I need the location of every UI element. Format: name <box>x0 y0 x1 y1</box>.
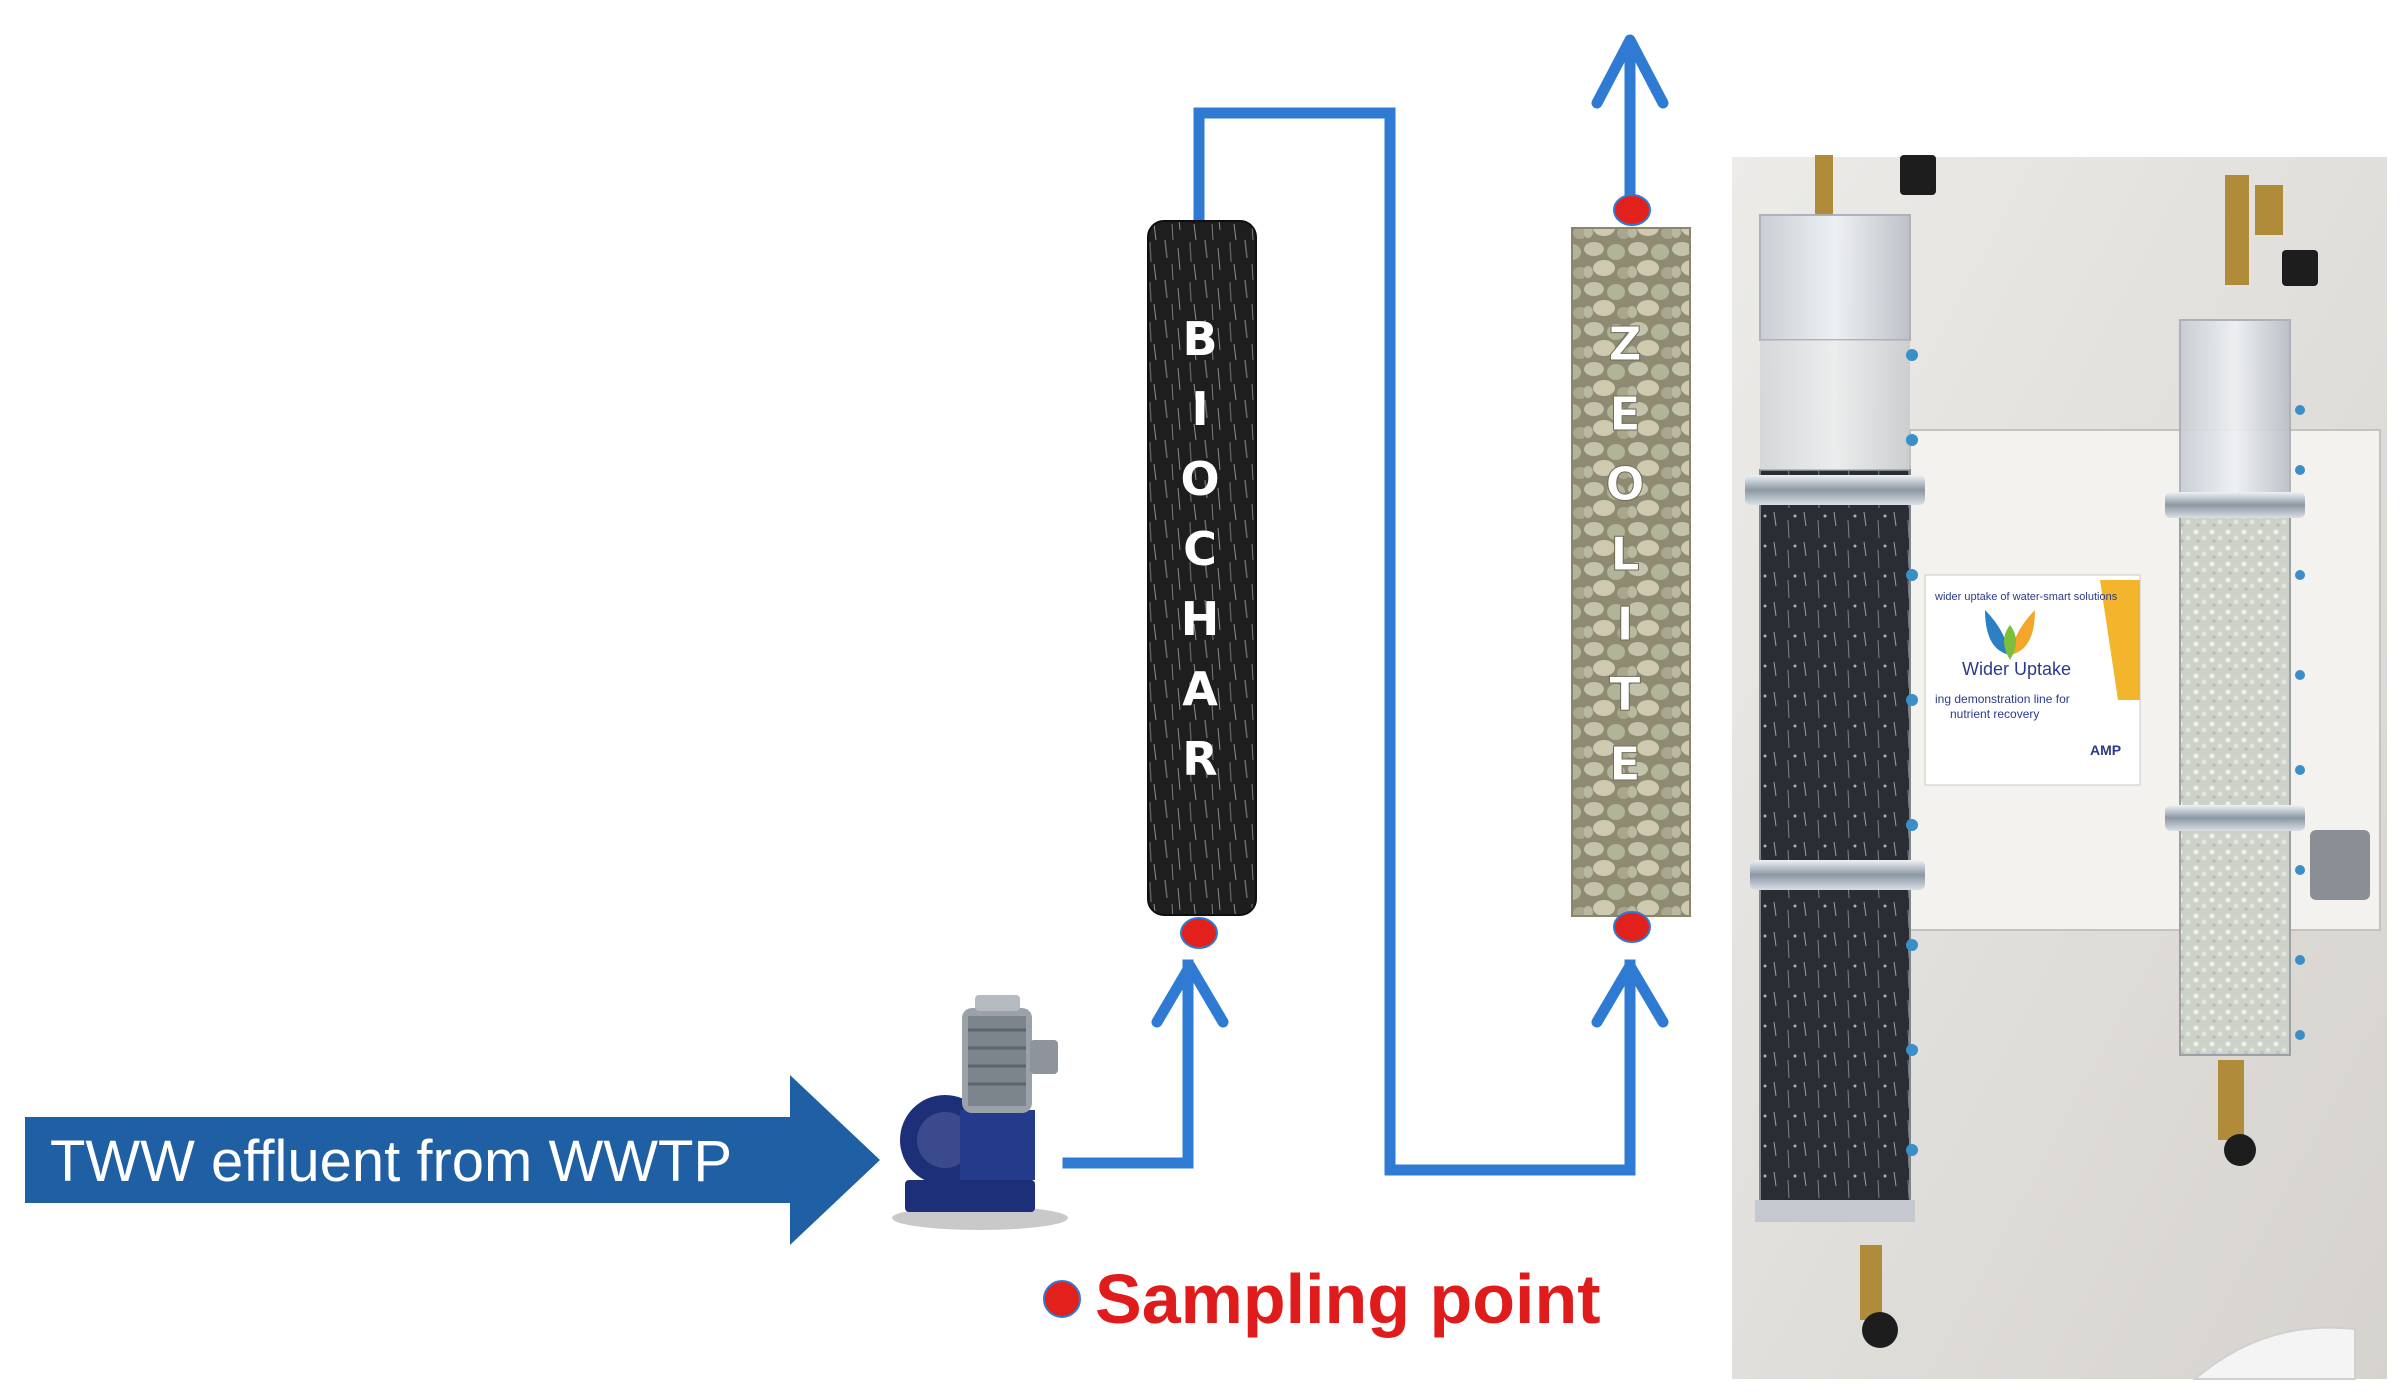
arrowhead-zeolite-inlet <box>1591 960 1669 1028</box>
installation-photo: wider uptake of water-smart solutions Wi… <box>1732 155 2387 1380</box>
biochar-letter: O <box>1180 452 1219 506</box>
biochar-letter: B <box>1182 312 1217 366</box>
biochar-letter: C <box>1183 522 1217 576</box>
pipe-pump-to-biochar <box>1062 959 1194 1169</box>
info-sign: wider uptake of water-smart solutions Wi… <box>1924 574 2141 786</box>
legend-marker <box>1043 1280 1081 1318</box>
flow-arrowheads <box>1151 34 1669 1028</box>
zeolite-column: Z E O L I T E <box>1571 227 1691 917</box>
inlet-arrow: TWW effluent from WWTP <box>25 1075 880 1245</box>
svg-text:wider uptake of water-smart so: wider uptake of water-smart solutions <box>1934 591 2118 603</box>
biochar-letter: I <box>1191 382 1208 436</box>
biochar-column: B I O C H A R <box>1147 220 1257 916</box>
inlet-label: TWW effluent from WWTP <box>50 1129 732 1194</box>
sampling-point-zeolite-inlet <box>1613 911 1651 943</box>
zeolite-letter: Z <box>1608 317 1641 371</box>
photo-biochar-tube <box>1745 155 1936 1348</box>
biochar-letter: H <box>1181 592 1220 646</box>
biochar-letter: R <box>1182 732 1217 786</box>
sampling-point-biochar-inlet <box>1180 917 1218 949</box>
zeolite-letter: L <box>1610 527 1639 581</box>
zeolite-letter: T <box>1609 667 1641 721</box>
photo-zeolite-tube <box>2165 175 2318 1166</box>
svg-text:ing demonstration line for: ing demonstration line for <box>1935 692 2070 706</box>
svg-text:nutrient recovery: nutrient recovery <box>1950 707 2039 721</box>
zeolite-letter: E <box>1609 387 1640 441</box>
arrowhead-biochar-inlet <box>1151 960 1229 1028</box>
zeolite-letter: O <box>1605 457 1644 511</box>
pipe-network <box>1062 39 1636 1176</box>
zeolite-letter: I <box>1616 597 1633 651</box>
arrowhead-outlet <box>1591 34 1669 109</box>
legend-label: Sampling point <box>1095 1260 1601 1338</box>
legend: Sampling point <box>1043 1260 1601 1338</box>
zeolite-letter: E <box>1609 737 1640 791</box>
biochar-letter: A <box>1182 662 1218 716</box>
svg-text:AMP: AMP <box>2090 742 2121 758</box>
info-sign-title: Wider Uptake <box>1962 659 2071 679</box>
sampling-point-outlet <box>1613 194 1651 226</box>
pump-icon <box>892 995 1068 1230</box>
pipe-biochar-to-zeolite <box>1193 107 1636 1176</box>
sampling-points <box>1180 194 1651 949</box>
